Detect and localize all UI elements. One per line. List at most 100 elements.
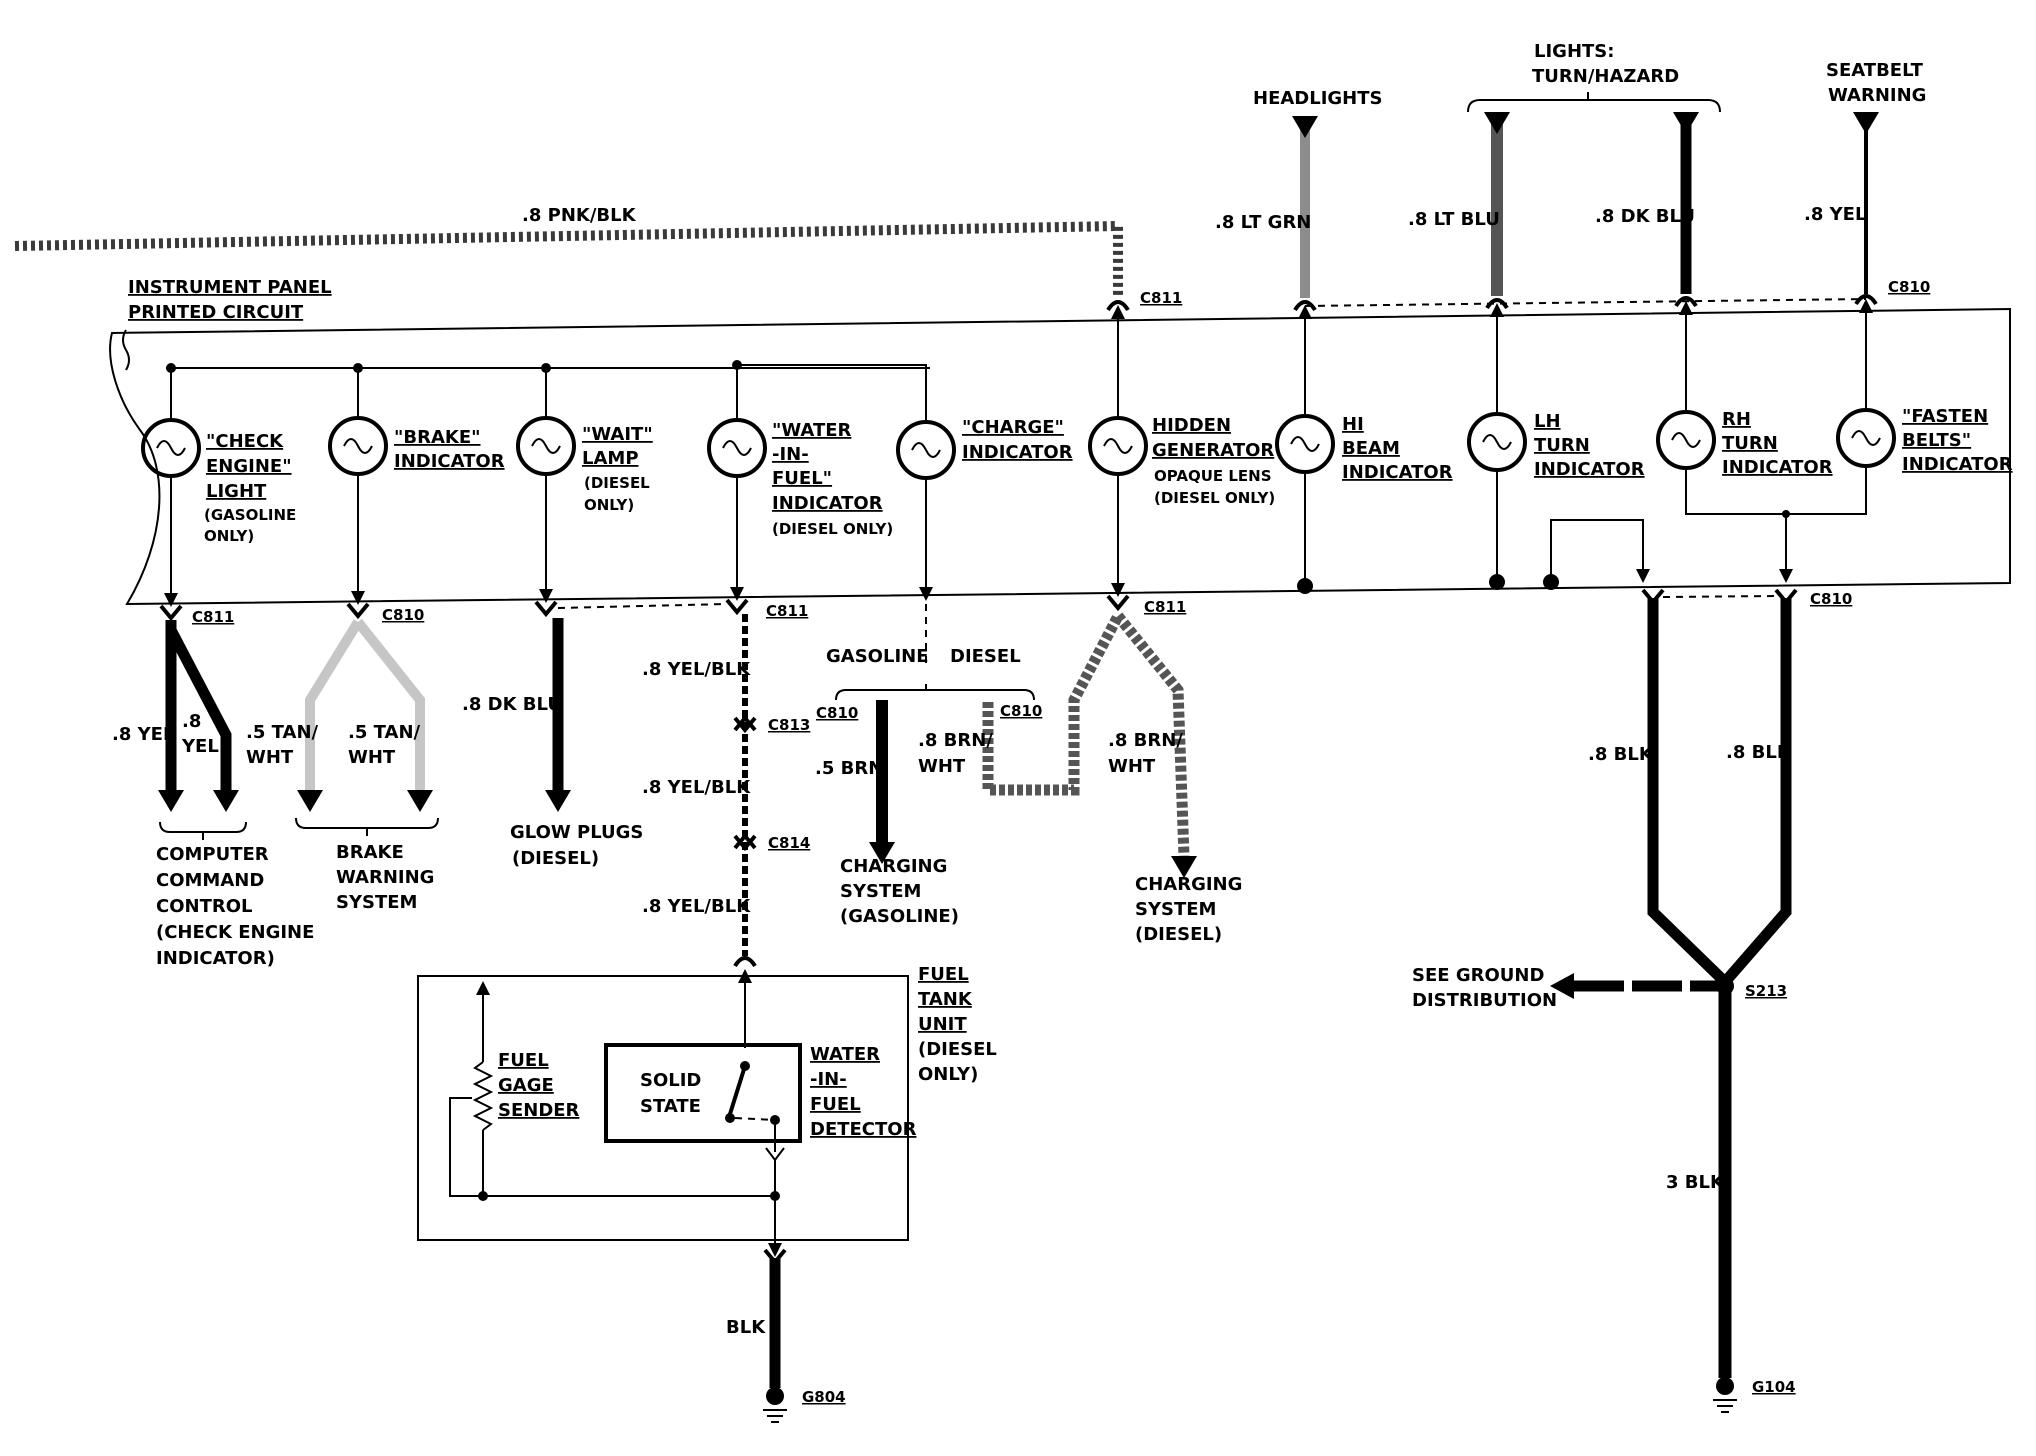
arrow-ccc-b xyxy=(213,790,239,812)
hi-beam-label-3: INDICATOR xyxy=(1342,462,1453,483)
wire-label-yel-a: .8 YEL xyxy=(112,724,174,745)
panel-title-line1: INSTRUMENT PANEL xyxy=(128,277,332,298)
arrow-brake-b xyxy=(407,790,433,812)
ground-g104-symbol xyxy=(1713,1377,1737,1413)
ccc-label-2: COMMAND xyxy=(156,870,264,891)
lights-label-line1: LIGHTS: xyxy=(1534,41,1614,62)
check-engine-label-2: ENGINE" xyxy=(206,456,292,477)
wire-label-lt-blu: .8 LT BLU xyxy=(1408,209,1500,230)
wire-label-dk-blu-top: .8 DK BLU xyxy=(1595,206,1695,227)
arrow-ground-dist xyxy=(1550,973,1574,999)
wire-tan-wht-1 xyxy=(305,619,363,790)
wire-blk-left xyxy=(1647,598,1729,986)
wire-brn-wht-2 xyxy=(1113,612,1190,857)
bulb-wait xyxy=(516,363,576,603)
wire-label-tan2-b: WHT xyxy=(348,747,396,768)
bulb-fasten-belts xyxy=(1779,299,1896,583)
fasten-label-3: INDICATOR xyxy=(1902,454,2013,475)
charging-gas-label-3: (GASOLINE) xyxy=(840,906,959,927)
wire-label-tan1-a: .5 TAN/ xyxy=(246,722,319,743)
wire-label-yel-top: .8 YEL xyxy=(1804,204,1866,225)
connector-c810-dashes xyxy=(1662,595,1777,598)
bulbs xyxy=(141,299,1896,607)
headlights-label: HEADLIGHTS xyxy=(1253,88,1382,109)
bulb-check-engine xyxy=(141,363,201,607)
bulb-water-in-fuel xyxy=(707,360,767,601)
ground-g104: G104 xyxy=(1752,1378,1796,1396)
turn-ground-loop xyxy=(1550,519,1650,583)
fuel-gage-sender xyxy=(449,981,775,1201)
seatbelt-label-line2: WARNING xyxy=(1828,85,1926,106)
wire-label-tan2-a: .5 TAN/ xyxy=(348,722,421,743)
wire-label-yel-blk-2: .8 YEL/BLK xyxy=(642,777,751,798)
wire-label-yel-b2: YEL xyxy=(181,736,219,757)
lh-turn-label-3: INDICATOR xyxy=(1534,459,1645,480)
bulb-hidden-generator xyxy=(1088,305,1148,597)
rh-turn-label-2: TURN xyxy=(1722,433,1778,454)
rh-turn-label-3: INDICATOR xyxy=(1722,457,1833,478)
seatbelt-arrow xyxy=(1853,112,1879,134)
arrow-charging-dsl xyxy=(1171,856,1197,878)
lights-label-line2: TURN/HAZARD xyxy=(1532,66,1679,87)
wire-label-brn: .5 BRN xyxy=(815,758,883,779)
fuel-tank-note-2: ONLY) xyxy=(918,1064,978,1085)
hi-beam-label-1: HI xyxy=(1342,414,1364,435)
wire-brn-wht-1 xyxy=(982,613,1123,796)
ccc-label-3: CONTROL xyxy=(156,896,253,917)
arrow-charging-gas xyxy=(869,842,895,864)
arrow-brake-a xyxy=(297,790,323,812)
connector-c810-top: C810 xyxy=(1888,278,1930,296)
connector-c813: C813 xyxy=(768,716,810,734)
connector-fuel-top-symbol xyxy=(733,956,757,968)
wire-label-dk-blu-bottom: .8 DK BLU xyxy=(462,694,562,715)
charging-dsl-label-2: SYSTEM xyxy=(1135,899,1216,920)
ground-dist-label-2: DISTRIBUTION xyxy=(1412,990,1557,1011)
connector-c814-symbol xyxy=(733,832,757,852)
connector-c810-b2: C810 xyxy=(1810,590,1852,608)
glow-label-1: GLOW PLUGS xyxy=(510,822,643,843)
connector-symbol-lh xyxy=(1485,298,1509,310)
hi-beam-label-2: BEAM xyxy=(1342,438,1400,459)
wire-label-yel-blk-3: .8 YEL/BLK xyxy=(642,896,751,917)
bulb-hi-beam xyxy=(1275,305,1335,594)
charging-dsl-label-1: CHARGING xyxy=(1135,874,1242,895)
detector-label-4: DETECTOR xyxy=(810,1119,917,1140)
brake-label-1: "BRAKE" xyxy=(394,427,481,448)
seatbelt-label-line1: SEATBELT xyxy=(1826,60,1924,81)
brake-bracket xyxy=(295,817,439,836)
connector-c811-b1: C811 xyxy=(192,608,234,626)
wire-tan-wht-2 xyxy=(354,618,425,790)
connector-symbol-rh xyxy=(1674,296,1698,308)
connector-c811-dashes xyxy=(557,603,728,609)
detector-label-3: FUEL xyxy=(810,1094,861,1115)
connector-symbol-fasten xyxy=(1854,294,1878,306)
hidden-gen-label-2: GENERATOR xyxy=(1152,440,1274,461)
splice-s213-label: S213 xyxy=(1745,982,1787,1000)
wire-label-lt-grn: .8 LT GRN xyxy=(1215,212,1311,233)
connector-c811-top-symbol xyxy=(1106,300,1130,312)
connector-c810-top-dashes xyxy=(1304,298,1867,307)
fuel-tank-label-1: FUEL xyxy=(918,964,969,985)
solid-state-box xyxy=(604,1043,802,1143)
connector-c814: C814 xyxy=(768,834,810,852)
wire-label-blk-right: .8 BLK xyxy=(1726,742,1792,763)
charging-dsl-label-3: (DIESEL) xyxy=(1135,924,1222,945)
brake-label-2: INDICATOR xyxy=(394,451,505,472)
fasten-label-2: BELTS" xyxy=(1902,430,1971,451)
gasoline-label: GASOLINE xyxy=(826,646,929,667)
wait-label-1: "WAIT" xyxy=(582,424,653,445)
brake-sys-label-3: SYSTEM xyxy=(336,892,417,913)
water-label-4: INDICATOR xyxy=(772,493,883,514)
diesel-label: DIESEL xyxy=(950,646,1021,667)
check-engine-note-1: (GASOLINE xyxy=(204,506,296,524)
water-label-1: "WATER xyxy=(772,420,852,441)
connector-c810-b1: C810 xyxy=(382,606,424,624)
bulb-rh-turn xyxy=(1656,301,1786,515)
check-engine-note-2: ONLY) xyxy=(204,527,254,545)
wire-label-blk-left: .8 BLK xyxy=(1588,744,1654,765)
water-detector-switch xyxy=(725,969,785,1257)
fuel-tank-label-3: UNIT xyxy=(918,1014,967,1035)
detector-label-1: WATER xyxy=(810,1044,880,1065)
ccc-label-5: INDICATOR) xyxy=(156,948,275,969)
charge-label-2: INDICATOR xyxy=(962,442,1073,463)
